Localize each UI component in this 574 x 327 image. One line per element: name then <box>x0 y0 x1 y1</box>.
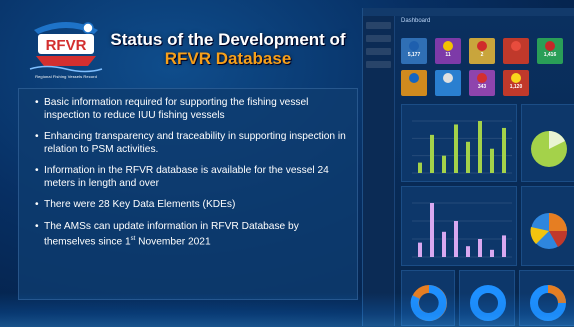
bar <box>490 148 494 173</box>
sidebar-item <box>366 22 391 29</box>
country-tile: 5,177 <box>401 38 427 64</box>
bar <box>490 249 494 257</box>
sidebar-item <box>366 48 391 55</box>
flag-icon <box>409 73 419 83</box>
bar <box>430 134 434 173</box>
sidebar-item <box>366 61 391 68</box>
bar <box>454 221 458 257</box>
logo-caption: Regional Fishing Vessels Record <box>35 74 97 79</box>
bar <box>442 155 446 173</box>
tile-value: 1,120 <box>509 84 523 90</box>
bar <box>478 239 482 257</box>
country-tile <box>435 70 461 96</box>
bar <box>418 242 422 257</box>
dashboard-sidebar <box>363 16 395 326</box>
bar <box>442 231 446 257</box>
country-tile <box>401 70 427 96</box>
pie-chart <box>531 131 567 167</box>
country-tile <box>503 38 529 64</box>
dashboard-topbar <box>363 8 574 16</box>
bar <box>466 246 470 257</box>
dashboard-title: Dashboard <box>401 18 431 24</box>
slide-title: Status of the Development of RFVR Databa… <box>108 30 348 68</box>
flag-icon <box>477 73 487 83</box>
country-tile: 1,416 <box>537 38 563 64</box>
tile-value: 5,177 <box>407 52 421 58</box>
country-tile: 1,120 <box>503 70 529 96</box>
bar <box>478 121 482 173</box>
flag-icon <box>409 41 419 51</box>
flag-icon <box>545 41 555 51</box>
bullet-item: The AMSs can update information in RFVR … <box>35 221 347 249</box>
bullet-item: Basic information required for supportin… <box>35 97 347 122</box>
bullet-item: Enhancing transparency and traceability … <box>35 131 347 156</box>
bar <box>502 235 506 257</box>
donut-chart <box>470 285 506 321</box>
country-tile: 11 <box>435 38 461 64</box>
flag-icon <box>477 41 487 51</box>
vessel-bar-chart <box>412 120 512 174</box>
pie-slice <box>549 131 565 149</box>
tile-value: 2 <box>480 52 484 58</box>
country-tile: 2 <box>469 38 495 64</box>
multi-pie-chart-card <box>521 186 574 266</box>
bar <box>466 141 470 173</box>
flag-icon <box>511 41 521 51</box>
tile-value: 343 <box>477 84 487 90</box>
svg-text:RFVR: RFVR <box>46 37 87 54</box>
donut-segment <box>410 285 447 321</box>
tile-value: 11 <box>445 52 451 58</box>
flag-icon <box>443 41 453 51</box>
title-line-1: Status of the Development of <box>110 30 346 49</box>
donut-chart <box>410 285 447 321</box>
bullet-list: Basic information required for supportin… <box>19 89 357 249</box>
bullet-panel: Basic information required for supportin… <box>18 88 358 300</box>
country-tile: 343 <box>469 70 495 96</box>
donut-ring <box>470 285 506 321</box>
bullet-item: There were 28 Key Data Elements (KDEs) <box>35 199 347 212</box>
bar <box>430 203 434 257</box>
type-bar-chart <box>412 202 512 258</box>
tile-value: 1,416 <box>543 52 557 58</box>
donut-card <box>519 270 574 326</box>
donut-chart <box>530 285 566 321</box>
bullet-text: The AMSs can update information in RFVR … <box>44 220 299 248</box>
flag-icon <box>443 73 453 83</box>
pie-slice <box>549 213 567 231</box>
sidebar-item <box>366 35 391 42</box>
bullet-text: November 2021 <box>135 236 211 248</box>
bar <box>454 124 458 173</box>
pie-slice <box>549 231 568 247</box>
dashboard-screenshot: Dashboard 5,177 11 2 1,416 343 1,120 <box>362 8 574 326</box>
flag-icon <box>511 73 521 83</box>
bullet-superscript: st <box>130 236 136 242</box>
donut-segment <box>547 285 566 304</box>
vessel-bar-chart-card <box>401 104 517 182</box>
donut-card <box>401 270 455 326</box>
bullet-item: Information in the RFVR database is avai… <box>35 165 347 190</box>
bar <box>418 162 422 173</box>
bar <box>502 127 506 173</box>
title-line-2: RFVR Database <box>164 49 292 68</box>
pie-chart-card <box>521 104 574 182</box>
type-bar-chart-card <box>401 186 517 266</box>
pie-slice <box>530 227 549 244</box>
rfvr-logo: RFVR <box>29 22 103 73</box>
multi-pie-chart <box>530 213 568 249</box>
donut-card <box>459 270 515 326</box>
